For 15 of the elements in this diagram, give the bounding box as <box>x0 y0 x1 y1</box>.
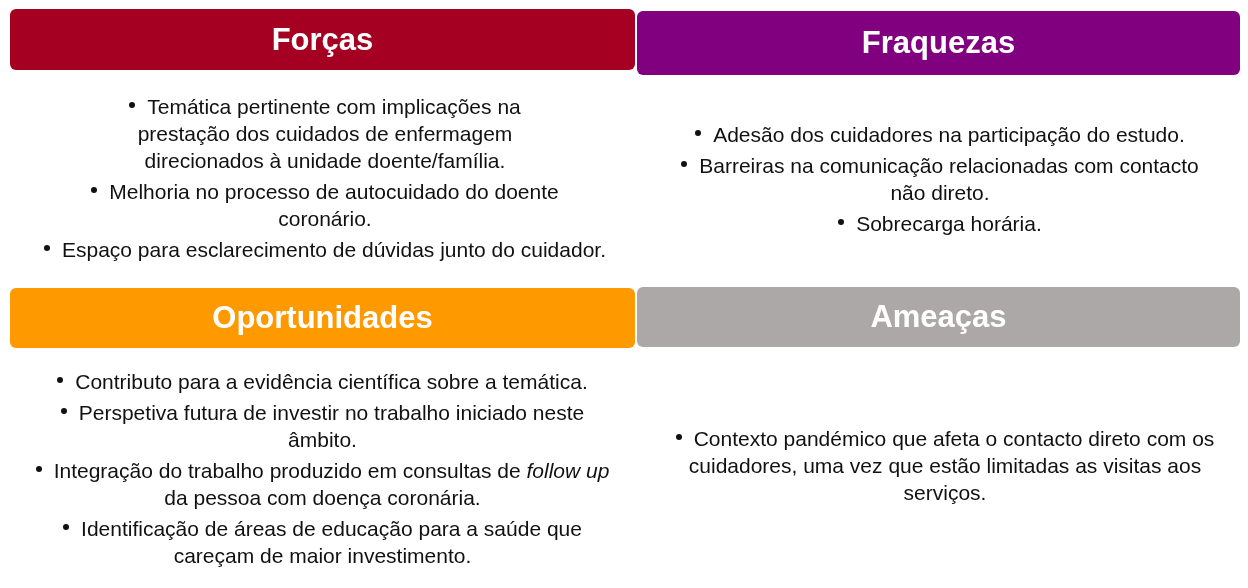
bullet-text: Adesão dos cuidadores na participação do estudo. <box>713 123 1185 146</box>
bullet-text: Contexto pandémico que afeta o contacto direto com os cuidadores, uma vez que estão limitadas as visitas aos serviços. <box>688 426 1215 504</box>
section-header: Oportunidades <box>10 288 635 348</box>
bullet-text: Temática pertinente com implicações na prestação dos cuidados de enfermagem direcionados à unidade doente/família. <box>137 95 521 172</box>
section-header: Forças <box>10 9 635 70</box>
bullet-text: Barreiras na comunicação relacionadas com contacto não direto. <box>699 154 1199 204</box>
bullet-text: Sobrecarga horária. <box>856 212 1042 235</box>
bullet-text: Perspetiva futura de investir no trabalho iniciado neste âmbito. <box>78 401 585 451</box>
bullet-text: Melhoria no processo de autocuidado do doente coronário. <box>109 180 559 230</box>
bullet-text: Espaço para esclarecimento de dúvidas junto do cuidador. <box>62 238 606 261</box>
section-header: Ameaças <box>637 287 1240 347</box>
bullet-text: Contributo para a evidência científica sobre a temática. <box>75 370 588 393</box>
bullet-text: Identificação de áreas de educação para a saúde que careçam de maior investimento. <box>81 517 582 567</box>
bullet-text: Integração do trabalho produzido em consultas de follow up da pessoa com doença coronária. <box>53 459 610 509</box>
section-header: Fraquezas <box>637 11 1240 75</box>
